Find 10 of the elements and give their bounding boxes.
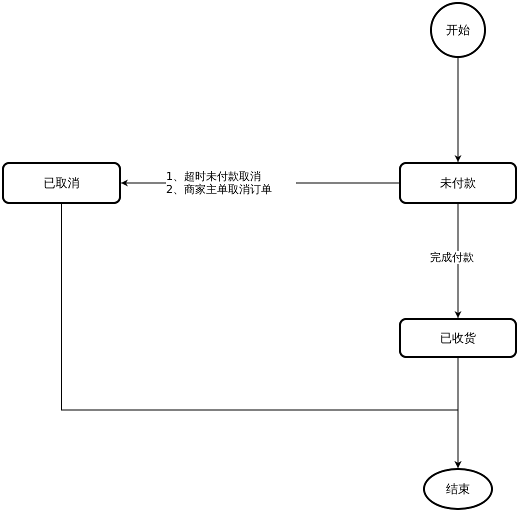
arrow bbox=[454, 58, 462, 162]
state-box: 已取消 bbox=[2, 162, 121, 204]
state-box: 已收货 bbox=[399, 318, 517, 358]
terminal-circle: 结束 bbox=[423, 468, 493, 510]
terminal-circle: 开始 bbox=[430, 2, 486, 58]
edge-label: 完成付款 bbox=[430, 251, 474, 264]
arrow bbox=[454, 204, 462, 318]
arrow bbox=[61, 204, 462, 468]
edge-label: 1、超时未付款取消 2、商家主单取消订单 bbox=[166, 170, 296, 196]
state-box: 未付款 bbox=[399, 162, 517, 204]
